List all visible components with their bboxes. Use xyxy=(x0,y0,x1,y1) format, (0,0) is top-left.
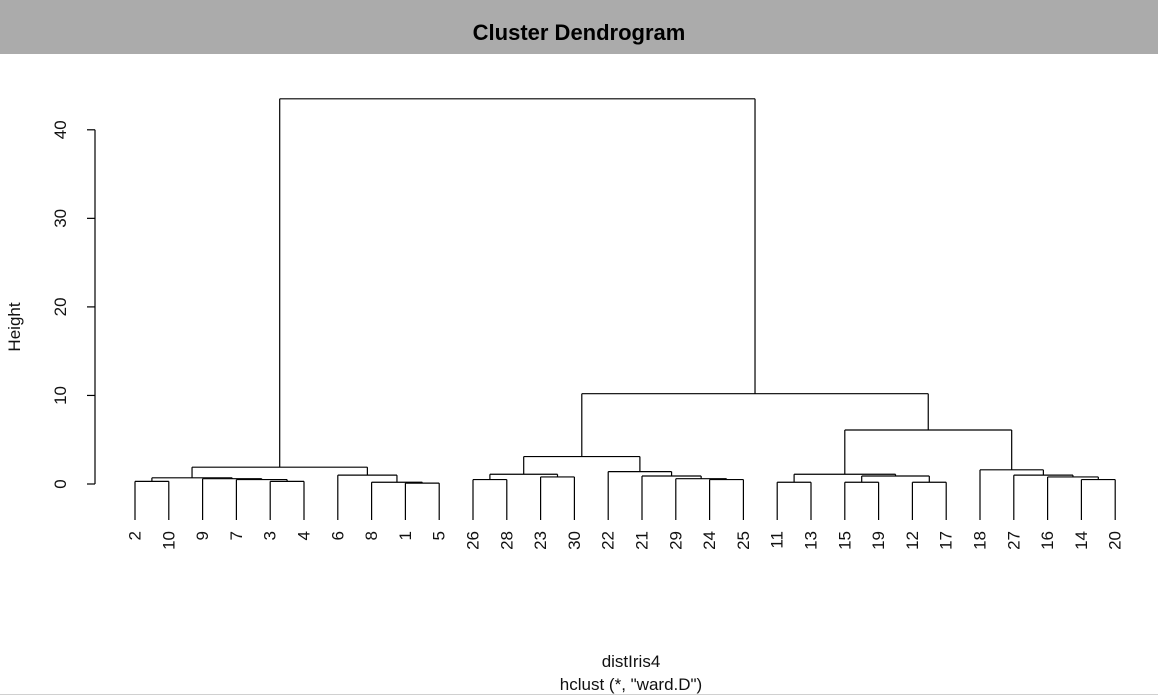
leaf-label: 12 xyxy=(903,531,922,550)
leaf-label: 23 xyxy=(531,531,550,550)
leaf-label: 14 xyxy=(1072,531,1091,550)
leaf-label: 5 xyxy=(430,531,449,540)
leaf-label: 20 xyxy=(1106,531,1125,550)
leaf-label: 10 xyxy=(159,531,178,550)
leaf-label: 2 xyxy=(126,531,145,540)
leaf-label: 30 xyxy=(565,531,584,550)
leaf-label: 8 xyxy=(362,531,381,540)
leaf-label: 1 xyxy=(396,531,415,540)
bottom-divider xyxy=(0,694,1158,695)
leaf-label: 3 xyxy=(261,531,280,540)
y-tick-label: 10 xyxy=(51,386,70,405)
y-tick-label: 0 xyxy=(51,479,70,488)
leaf-label: 27 xyxy=(1004,531,1023,550)
leaf-label: 16 xyxy=(1038,531,1057,550)
y-tick-label: 20 xyxy=(51,297,70,316)
leaf-label: 9 xyxy=(193,531,212,540)
leaf-label: 13 xyxy=(802,531,821,550)
leaf-label: 24 xyxy=(700,531,719,550)
leaf-label: 19 xyxy=(869,531,888,550)
y-tick-label: 40 xyxy=(51,120,70,139)
leaf-label: 7 xyxy=(227,531,246,540)
leaf-label: 15 xyxy=(835,531,854,550)
leaf-label: 26 xyxy=(464,531,483,550)
leaf-label: 21 xyxy=(633,531,652,550)
x-axis-label: distIris4 xyxy=(602,652,661,671)
y-axis: 0 10 20 30 40 xyxy=(51,120,96,489)
y-tick-label: 30 xyxy=(51,209,70,228)
leaf-label: 17 xyxy=(937,531,956,550)
leaf-label: 22 xyxy=(599,531,618,550)
leaf-label: 4 xyxy=(295,531,314,540)
dendrogram-tree xyxy=(134,98,1116,520)
leaf-label: 6 xyxy=(328,531,347,540)
y-axis-label: Height xyxy=(5,302,24,351)
leaf-label: 28 xyxy=(497,531,516,550)
chart-title: Cluster Dendrogram xyxy=(472,20,686,45)
title-bar xyxy=(0,0,1158,54)
leaf-label: 11 xyxy=(768,531,787,549)
leaf-label: 18 xyxy=(971,531,990,550)
subtitle: hclust (*, "ward.D") xyxy=(560,675,702,694)
leaf-label: 29 xyxy=(666,531,685,550)
leaf-label: 25 xyxy=(734,531,753,550)
